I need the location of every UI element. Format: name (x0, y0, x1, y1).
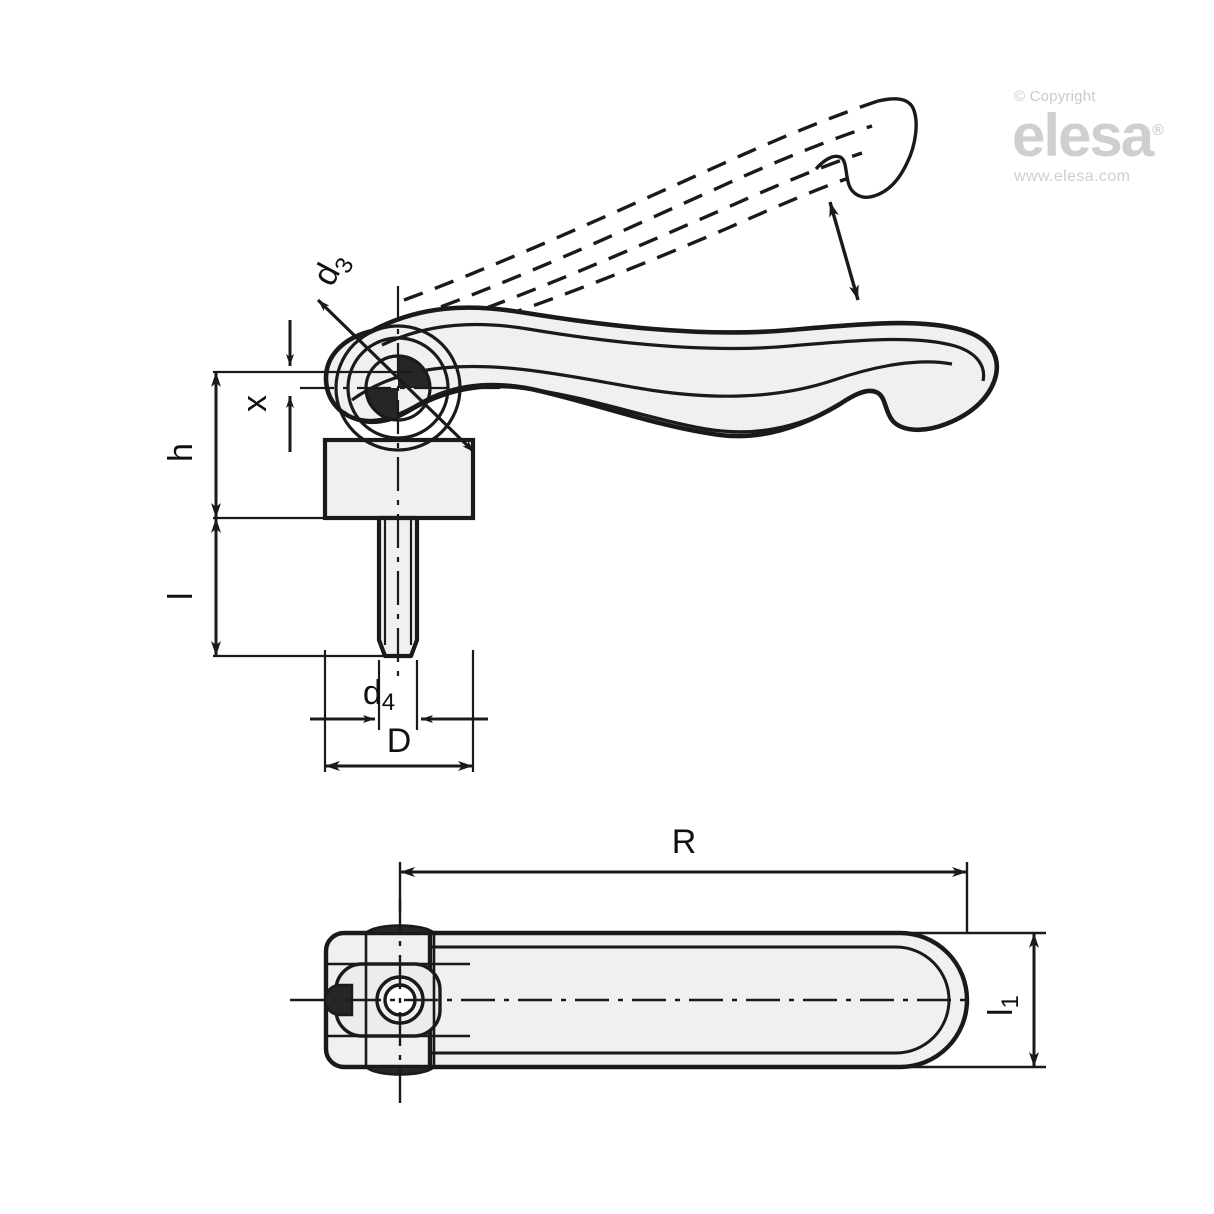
dimension-D (323, 650, 475, 772)
rotation-arrow (828, 201, 860, 301)
dimension-l1-label: l1 (982, 995, 1024, 1016)
dimension-d3 (316, 298, 476, 454)
dimension-h-label: h (162, 443, 200, 462)
dimension-x (213, 320, 413, 452)
dimension-R (398, 862, 969, 934)
dimension-l1 (900, 931, 1046, 1069)
side-elevation-view: d3 x h l (162, 97, 1000, 772)
dimension-d3-label: d3 (306, 245, 360, 294)
dimension-D-label: D (387, 722, 412, 760)
dimension-R-label: R (672, 823, 697, 861)
ghost-lever-dashed (403, 99, 879, 338)
dimension-l (211, 518, 400, 658)
dimension-d4-label: d4 (363, 674, 395, 716)
plan-view: R l1 (290, 823, 1046, 1104)
ghost-lever-tip (814, 97, 918, 199)
centerlines-plan (290, 898, 972, 1104)
dimension-h (211, 372, 330, 520)
dimension-l-label: l (162, 592, 200, 600)
dimension-d4 (310, 660, 488, 730)
dimension-x-label: x (236, 395, 274, 412)
